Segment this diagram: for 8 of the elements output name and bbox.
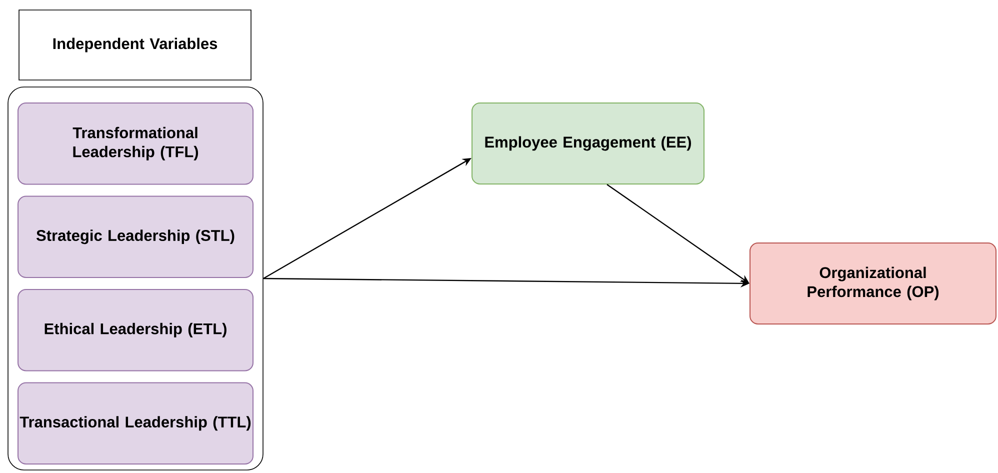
variable-box: Transactional Leadership (TTL): [18, 382, 254, 464]
variable-box: Transformational Leadership (TFL): [18, 102, 254, 185]
variable-box: Ethical Leadership (ETL): [18, 289, 254, 372]
outcome-box: Organizational Performance (OP): [750, 242, 996, 324]
variable-box: Strategic Leadership (STL): [18, 196, 254, 278]
mediator-box: Employee Engagement (EE): [472, 102, 704, 184]
heading-box: Independent Variables: [18, 10, 252, 80]
group-box: [8, 86, 264, 470]
